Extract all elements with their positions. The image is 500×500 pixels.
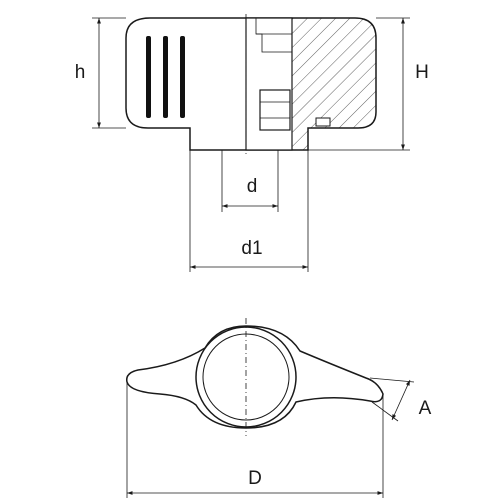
dimension-A: A bbox=[369, 377, 432, 422]
label-H: H bbox=[415, 62, 429, 83]
dimension-H: H bbox=[308, 17, 429, 151]
knob-side-view bbox=[125, 14, 377, 156]
hex-nut bbox=[259, 89, 291, 131]
label-D: D bbox=[248, 468, 262, 489]
label-h: h bbox=[75, 62, 86, 83]
label-A: A bbox=[419, 398, 432, 419]
notch bbox=[315, 117, 331, 127]
grip-slots bbox=[146, 36, 185, 118]
label-d1: d1 bbox=[241, 238, 262, 259]
dimension-h: h bbox=[75, 17, 126, 129]
dimension-d: d bbox=[221, 150, 279, 212]
section-hatching bbox=[292, 18, 376, 150]
label-d: d bbox=[247, 176, 258, 197]
dimension-D: D bbox=[126, 382, 384, 498]
dimension-d1: d1 bbox=[189, 150, 309, 272]
knob-plan-view bbox=[125, 318, 384, 436]
